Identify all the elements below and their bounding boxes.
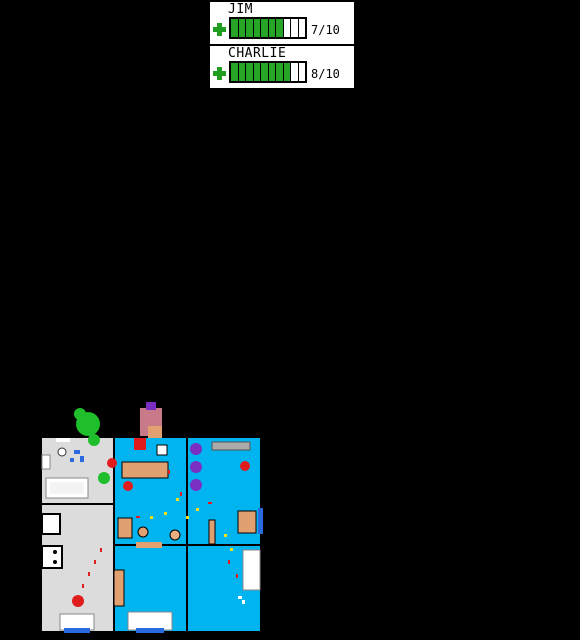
blue-splash (70, 450, 84, 462)
toilet (59, 613, 95, 631)
health-value: 7/10 (311, 23, 340, 37)
health-segment (268, 63, 276, 81)
cabinet (41, 513, 61, 535)
bed (242, 549, 261, 591)
air-vent (211, 441, 251, 451)
health-plus-icon (213, 23, 226, 36)
wooden-table (121, 461, 169, 479)
green-plant-icon (98, 472, 110, 484)
water-splash (238, 596, 245, 604)
health-segment (276, 19, 284, 37)
player-name: CHARLIE (228, 46, 287, 61)
purple-orb-icon (190, 461, 202, 473)
health-segment (231, 19, 239, 37)
health-segment (253, 19, 261, 37)
health-segment (253, 63, 261, 81)
health-plus-icon (213, 67, 226, 80)
health-value: 8/10 (311, 67, 340, 81)
health-segment (284, 19, 291, 37)
wooden-bench (136, 542, 162, 548)
sink (41, 454, 51, 470)
drain-icon (57, 447, 67, 457)
bathtub-inner (50, 482, 84, 494)
health-segment (261, 19, 269, 37)
health-segment (238, 63, 246, 81)
health-segment (291, 63, 299, 81)
health-bar (229, 17, 307, 39)
health-segment (276, 63, 284, 81)
stove (41, 545, 63, 569)
purple-orb-icon (190, 443, 202, 455)
rug (127, 611, 173, 631)
health-segment (283, 63, 291, 81)
health-segment (238, 19, 246, 37)
health-segment (261, 63, 269, 81)
wooden-chair (237, 510, 257, 534)
player-name: JIM (228, 2, 253, 17)
door-mat (136, 628, 164, 633)
health-segment (268, 19, 276, 37)
coin-icon (137, 526, 149, 538)
player-status-jim: JIM 7/10 (210, 2, 354, 44)
wooden-door (113, 569, 125, 607)
towel-rack (56, 438, 70, 442)
health-segment (246, 63, 254, 81)
blood-splatter (72, 458, 250, 607)
sparkle-effect (150, 498, 233, 551)
player-character-icon (169, 529, 181, 541)
purple-orb-icon (190, 479, 202, 491)
green-plant-icon (88, 434, 100, 446)
monster-sprite (134, 402, 162, 450)
health-bar (229, 61, 307, 83)
wooden-shelf (117, 517, 133, 539)
stove-burner (53, 550, 57, 554)
green-plant-icon (74, 408, 86, 420)
health-segment (291, 19, 299, 37)
health-segment (246, 19, 254, 37)
window (258, 508, 263, 534)
stove-burner (53, 560, 57, 564)
door-mat (64, 628, 90, 633)
health-segment (231, 63, 239, 81)
dice-icon (156, 444, 168, 456)
wooden-post (208, 519, 216, 545)
player-status-charlie: CHARLIE 8/10 (210, 46, 354, 88)
